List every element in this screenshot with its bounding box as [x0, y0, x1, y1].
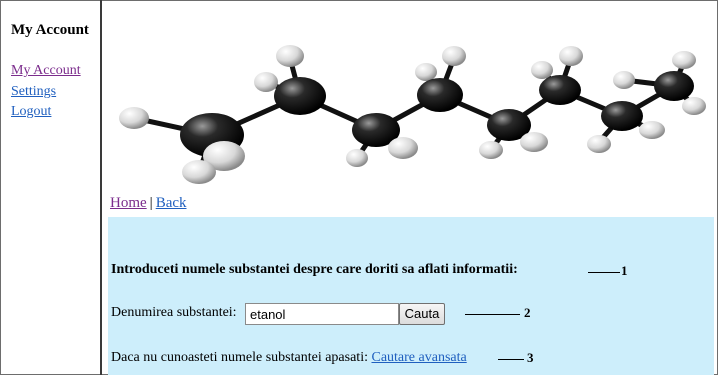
callout-line-2 [465, 314, 520, 315]
sidebar-link-logout[interactable]: Logout [11, 104, 52, 119]
advanced-search-link[interactable]: Cautare avansata [371, 350, 467, 365]
breadcrumb: Home|Back [110, 195, 187, 212]
callout-line-3 [498, 359, 524, 360]
callout-3: 3 [527, 350, 534, 365]
substance-name-label: Denumirea substantei: [111, 305, 237, 320]
search-button[interactable]: Cauta [399, 303, 445, 325]
advanced-search-prompt: Daca nu cunoasteti numele substantei apa… [111, 350, 368, 365]
search-panel: Introduceti numele substantei despre car… [108, 217, 714, 375]
molecule-banner-image [119, 45, 706, 184]
advanced-search-row: Daca nu cunoasteti numele substantei apa… [111, 350, 467, 366]
search-heading: Introduceti numele substantei despre car… [111, 262, 518, 277]
sidebar: My Account My Account Settings Logout [0, 0, 100, 375]
sidebar-divider [100, 0, 102, 375]
substance-name-input[interactable] [245, 303, 399, 325]
callout-1: 1 [621, 263, 628, 278]
sidebar-title: My Account [11, 22, 89, 38]
callout-2: 2 [524, 305, 531, 320]
home-link[interactable]: Home [110, 195, 147, 211]
callout-line-1 [588, 272, 620, 273]
breadcrumb-separator: | [149, 195, 153, 211]
back-link[interactable]: Back [155, 195, 187, 211]
sidebar-link-settings[interactable]: Settings [11, 84, 57, 99]
sidebar-link-my-account[interactable]: My Account [11, 63, 81, 78]
